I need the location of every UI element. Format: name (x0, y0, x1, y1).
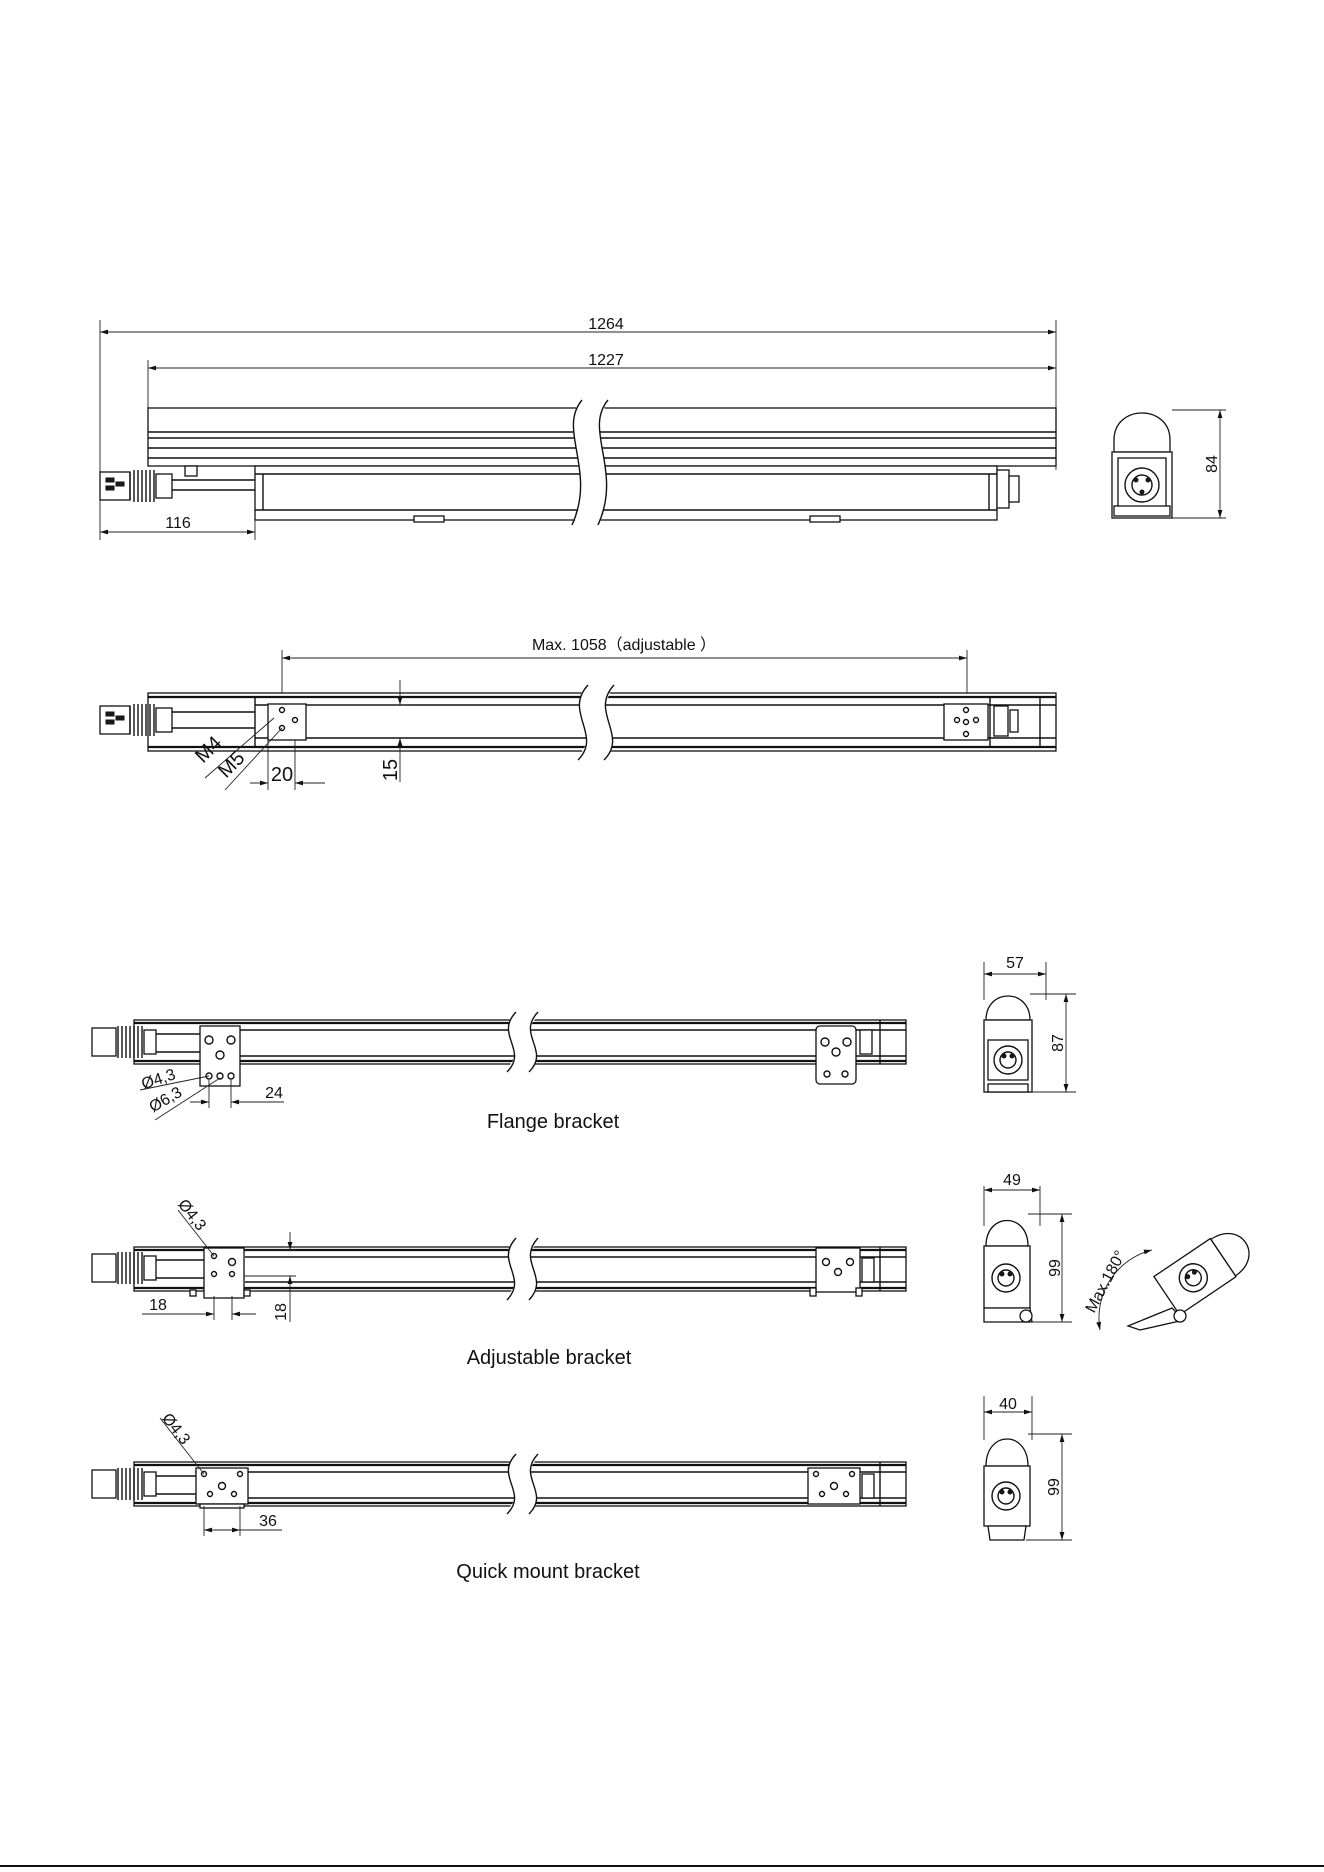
connector-icon (92, 1026, 156, 1058)
dim-84: 84 (1204, 455, 1221, 473)
connector-icon (92, 1252, 156, 1284)
side-profile-adjustable: 49 99 (984, 1172, 1072, 1322)
connector-icon (100, 704, 172, 736)
dim-24: 24 (265, 1085, 283, 1102)
flange-bracket-view: Ø4,3 Ø6,3 24 Flange bracket 57 87 (92, 955, 1076, 1133)
dim-36: 36 (259, 1513, 277, 1530)
dim-116: 116 (165, 515, 191, 532)
adjustable-bracket-view: Ø4,3 18 18 Adjustable bracket 49 (92, 1172, 1258, 1369)
connector-icon (92, 1468, 156, 1500)
hole-dia-4-3-adjustable: Ø4,3 (174, 1196, 209, 1234)
side-dim-57: 57 (1006, 955, 1024, 972)
caption-flange: Flange bracket (487, 1111, 620, 1133)
mounting-view: Max. 1058（adjustable ） (100, 636, 1056, 790)
caption-adjustable: Adjustable bracket (467, 1347, 632, 1369)
rotation-view: Max.180° (1083, 1223, 1259, 1330)
dim-20: 20 (271, 764, 293, 786)
dim-18-horizontal: 18 (149, 1297, 167, 1314)
rotation-max-180: Max.180° (1083, 1248, 1130, 1316)
side-profile-flange: 57 87 (984, 955, 1076, 1092)
side-dim-87: 87 (1050, 1034, 1067, 1052)
dim-max-1058: Max. 1058（adjustable ） (532, 636, 716, 654)
dim-1227: 1227 (588, 352, 624, 369)
front-view: 1264 1227 (100, 316, 1226, 540)
side-dim-99-quick: 99 (1046, 1478, 1063, 1496)
quick-mount-view: Ø4,3 36 Quick mount bracket 40 99 (92, 1396, 1072, 1583)
hole-dia-4-3-quick: Ø4,3 (158, 1410, 193, 1448)
side-dim-49: 49 (1003, 1172, 1021, 1189)
dim-15: 15 (380, 759, 402, 781)
dim-1264: 1264 (588, 316, 624, 333)
side-dim-40: 40 (999, 1396, 1017, 1413)
dim-18-vertical: 18 (273, 1303, 290, 1321)
caption-quick: Quick mount bracket (456, 1561, 640, 1583)
side-profile-quick: 40 99 (984, 1396, 1072, 1540)
connector-icon (100, 470, 172, 502)
side-profile-front: 84 (1112, 410, 1226, 518)
side-dim-99-adjustable: 99 (1047, 1259, 1064, 1277)
